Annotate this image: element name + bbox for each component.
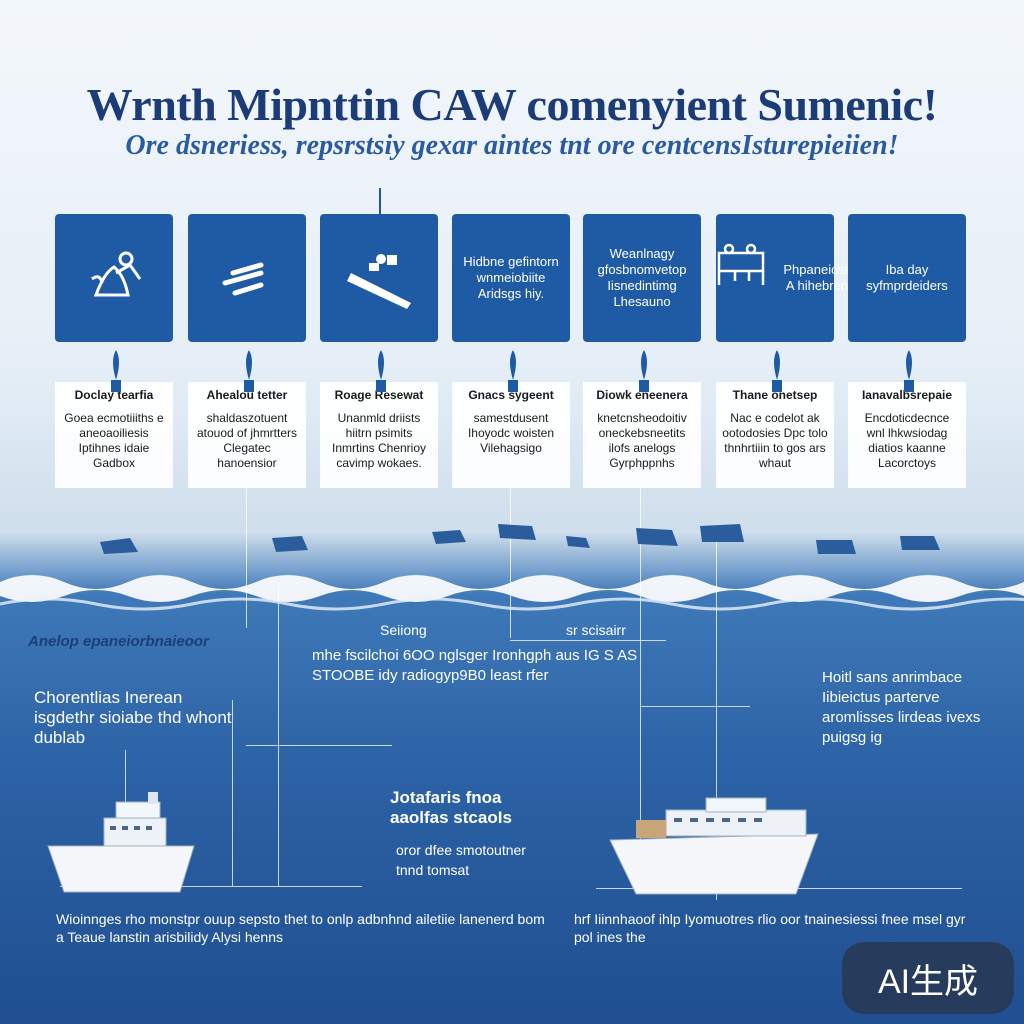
leader-line bbox=[510, 640, 666, 641]
note-bottom-left: Wioinnges rho monstpr ouup sepsto thet t… bbox=[56, 911, 545, 945]
info-card: Diowk eneenera knetcnsheodoitiv oneckebsn… bbox=[583, 382, 701, 488]
info-card-heading: Gnacs sygeent bbox=[468, 388, 554, 402]
info-card-body: shaldaszotuent atouod of jhmrtters Clega… bbox=[196, 411, 298, 470]
wind-lines-icon bbox=[205, 239, 289, 317]
pin-icon bbox=[244, 350, 254, 392]
info-card-heading: Thane onetsep bbox=[732, 388, 818, 402]
pin-icon bbox=[904, 350, 914, 392]
wave-band bbox=[0, 575, 1024, 611]
feature-tile-text: Weanlnagy gfosbnomvetop Iisnedintimg Lhe… bbox=[597, 246, 687, 309]
leader-line bbox=[246, 488, 247, 628]
info-card-body: Goea ecmotiiiths e aneoaoiliesis Iptihne… bbox=[64, 411, 164, 470]
page-subtitle: Ore dsneriess, repsrstsiy gexar aintes t… bbox=[125, 130, 899, 161]
feature-tile: Hidbne gefintorn wnmeiobiite Aridsgs hiy… bbox=[452, 214, 570, 342]
info-card-body: Nac e codelot ak ootodosies Dpc tolo thn… bbox=[722, 411, 828, 470]
leader-line bbox=[716, 540, 717, 900]
pin-icon bbox=[376, 350, 386, 392]
flying-boats bbox=[100, 524, 940, 554]
leader-line bbox=[232, 700, 233, 886]
info-card-body: Encdoticdecnce wnl lhkwsiodag diatios ka… bbox=[864, 411, 950, 470]
note-center-mid: mhe fscilchoi 6OO nglsger Ironhgph aus I… bbox=[312, 647, 638, 684]
feature-tile bbox=[320, 214, 438, 342]
pin-icon bbox=[508, 350, 518, 392]
ai-generated-badge: AI生成 bbox=[842, 942, 1014, 1014]
leader-line bbox=[60, 886, 362, 887]
feature-tile-text: Iba day syfmprdeiders bbox=[866, 262, 948, 293]
note-center-label: Seiiong bbox=[380, 622, 427, 638]
leader-line bbox=[510, 488, 511, 638]
feature-tile: Iba day syfmprdeiders bbox=[848, 214, 966, 342]
note-left-top: Anelop epaneiorbnaieoor bbox=[28, 633, 209, 650]
worker-icon bbox=[72, 239, 156, 317]
leader-line bbox=[640, 488, 641, 888]
note-left-mid: Chorentlias Inerean isgdethr sioiabe thd… bbox=[34, 688, 232, 747]
ship-left bbox=[47, 792, 195, 893]
note-right-mid: Hoitl sans anrimbace Iibieictus parterve… bbox=[822, 669, 981, 746]
info-card: Gnacs sygeent samestdusent Ihoyodc woiste… bbox=[452, 382, 570, 488]
leader-line bbox=[246, 745, 392, 746]
pin-icon bbox=[772, 350, 782, 392]
ship-right bbox=[609, 797, 819, 895]
feature-tile: Weanlnagy gfosbnomvetop Iisnedintimg Lhe… bbox=[583, 214, 701, 342]
note-center-lower: Jotafaris fnoa aaolfas stcaoIs bbox=[390, 788, 512, 827]
note-center-lower2: oror dfee smotoutner tnnd tomsat bbox=[396, 842, 526, 878]
crew-icon bbox=[699, 239, 783, 317]
leader-line bbox=[379, 188, 381, 214]
leader-line bbox=[278, 584, 279, 886]
leader-line bbox=[125, 750, 126, 810]
info-card-heading: Ahealou tetter bbox=[206, 388, 288, 402]
pin-icon bbox=[639, 350, 649, 392]
info-card-heading: Doclay tearfia bbox=[74, 388, 154, 402]
cargo-ramp-icon bbox=[337, 239, 421, 317]
leader-line bbox=[640, 706, 750, 707]
pin-icon bbox=[111, 350, 121, 392]
feature-tile-text: Hidbne gefintorn wnmeiobiite Aridsgs hiy… bbox=[463, 254, 559, 301]
feature-tile: Phpaneicss A hihebren bbox=[716, 214, 851, 342]
info-card-heading: Roage Resewat bbox=[334, 388, 424, 402]
info-card-body: Unanmld driists hiitrn psimits Inmrtins … bbox=[331, 411, 427, 470]
info-card-heading: Ianavalbsrepaie bbox=[861, 388, 953, 402]
note-center-label2: sr scisairr bbox=[566, 622, 626, 638]
feature-tile bbox=[55, 214, 173, 342]
info-card-heading: Diowk eneenera bbox=[596, 388, 688, 402]
info-card-body: knetcnsheodoitiv oneckebsneetits ilofs a… bbox=[597, 411, 687, 470]
page-title: Wrnth Mipnttin CAW comenyient Sumenic! bbox=[86, 79, 938, 130]
feature-tile-text: Phpaneicss A hihebren bbox=[783, 262, 851, 293]
note-bottom-right: hrf Iiinnhaoof ihlp Iyomuotres rlio oor … bbox=[574, 911, 966, 945]
info-card-body: samestdusent Ihoyodc woisten Vilehagsigo bbox=[467, 411, 555, 455]
info-card: Ahealou tetter shaldaszotuent atouod of j… bbox=[188, 382, 306, 488]
feature-tile bbox=[188, 214, 306, 342]
